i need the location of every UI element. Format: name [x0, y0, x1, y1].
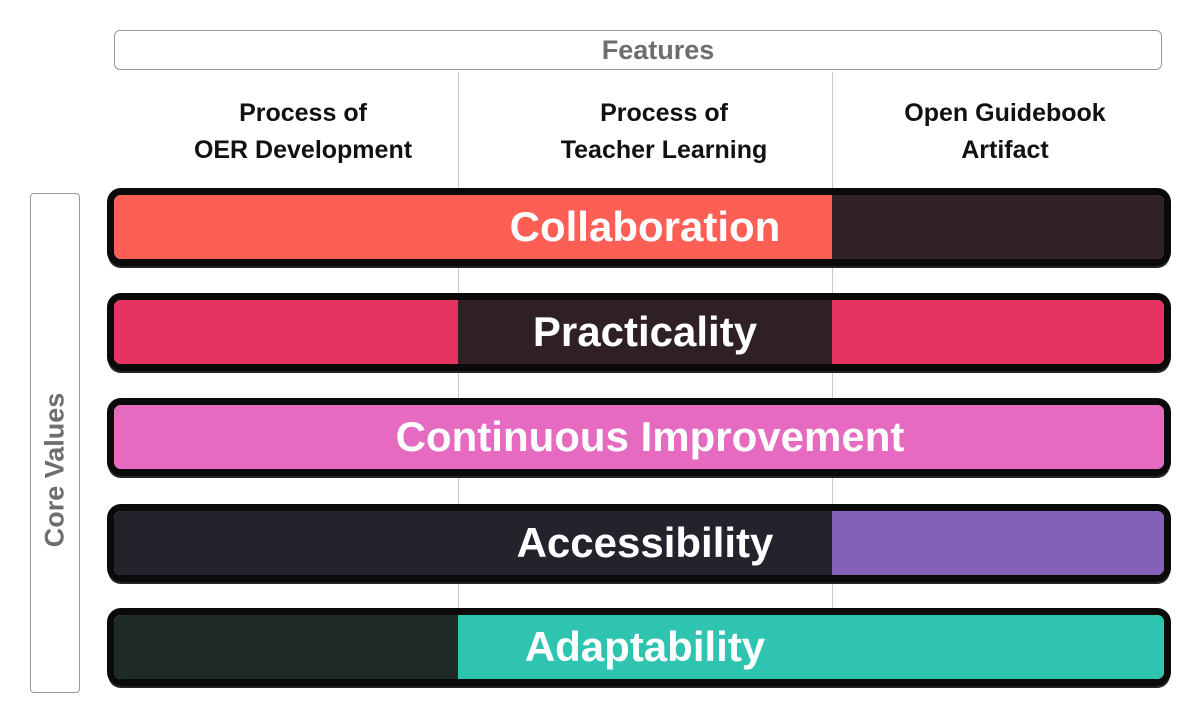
column-header-line1: Open Guidebook [904, 99, 1106, 127]
segment-teacher-learning [458, 511, 832, 575]
segment-oer-development [114, 195, 458, 259]
column-header-line2: OER Development [193, 136, 413, 164]
row-label-practicality: Practicality [532, 308, 758, 355]
row-label-continuous-improvement: Continuous Improvement [395, 413, 905, 460]
segment-oer-development [114, 615, 458, 679]
row-label-collaboration: Collaboration [509, 203, 781, 250]
row-continuous-improvement [107, 398, 1171, 476]
segment-oer-development [114, 511, 458, 575]
row-collaboration [107, 188, 1171, 266]
row-practicality [107, 293, 1171, 371]
segment-teacher-learning [458, 405, 832, 469]
column-header-teacher-learning: Process of Teacher Learning [494, 95, 834, 169]
segment-teacher-learning [458, 300, 832, 364]
segment-teacher-learning [458, 615, 832, 679]
row-label-accessibility: Accessibility [516, 519, 774, 566]
column-header-line1: Process of [239, 99, 367, 127]
features-label: Features [601, 34, 715, 65]
column-divider-1 [458, 72, 459, 687]
row-accessibility [107, 504, 1171, 582]
column-divider-2 [832, 72, 833, 687]
column-header-line2: Teacher Learning [560, 136, 768, 164]
column-header-line2: Artifact [961, 136, 1049, 164]
segment-guidebook-artifact [832, 195, 1164, 259]
segment-guidebook-artifact [832, 405, 1164, 469]
row-adaptability [107, 608, 1171, 686]
column-header-guidebook-artifact: Open Guidebook Artifact [835, 95, 1175, 169]
row-label-adaptability: Adaptability [524, 623, 766, 670]
segment-guidebook-artifact [832, 300, 1164, 364]
segment-guidebook-artifact [832, 511, 1164, 575]
column-header-line1: Process of [600, 99, 728, 127]
column-header-oer-development: Process of OER Development [133, 95, 473, 169]
segment-teacher-learning [458, 195, 832, 259]
segment-oer-development [114, 300, 458, 364]
core-values-label: Core Values [39, 392, 70, 548]
core-values-box [30, 193, 80, 693]
segment-oer-development [114, 405, 458, 469]
features-header-box: Features [114, 30, 1162, 70]
segment-guidebook-artifact [832, 615, 1164, 679]
